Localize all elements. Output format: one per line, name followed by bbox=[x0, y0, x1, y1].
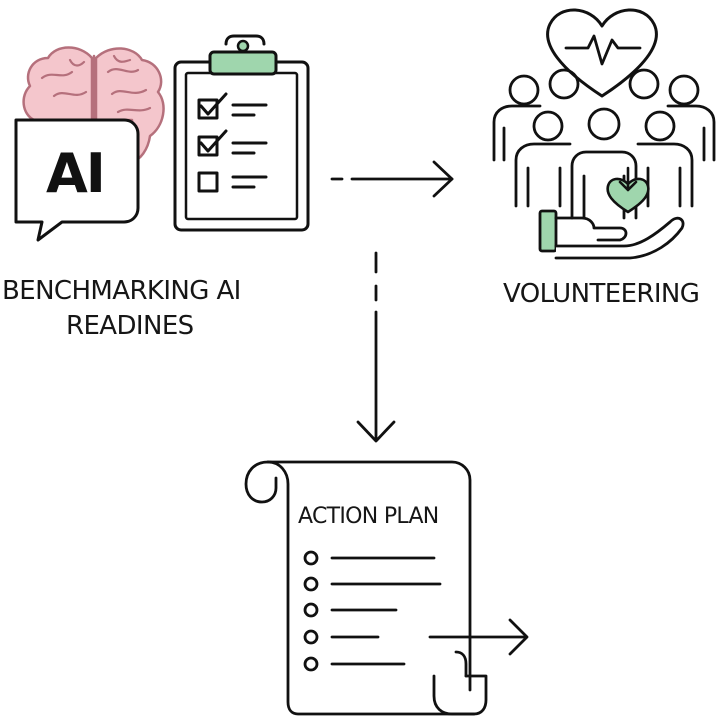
green-heart-icon bbox=[606, 166, 650, 214]
volunteering-label: VOLUNTEERING bbox=[503, 279, 700, 309]
volunteers-group-icon bbox=[492, 68, 716, 220]
clipboard-checklist-icon bbox=[173, 34, 310, 232]
arrow-to-volunteering bbox=[330, 160, 454, 198]
benchmarking-label-line2: READINES bbox=[66, 311, 194, 341]
heart-pulse-icon bbox=[546, 8, 658, 98]
arrow-out-of-plan bbox=[428, 618, 529, 656]
ai-chat-bubble-icon bbox=[14, 118, 140, 242]
arrow-to-action-plan bbox=[356, 251, 396, 443]
scroll-document-icon bbox=[244, 460, 488, 716]
action-plan-title: ACTION PLAN bbox=[298, 504, 439, 529]
brain-icon bbox=[22, 46, 165, 164]
benchmarking-label-line1: BENCHMARKING AI bbox=[2, 276, 241, 306]
ai-badge: AI bbox=[46, 142, 106, 205]
caring-hand-icon bbox=[538, 209, 685, 260]
